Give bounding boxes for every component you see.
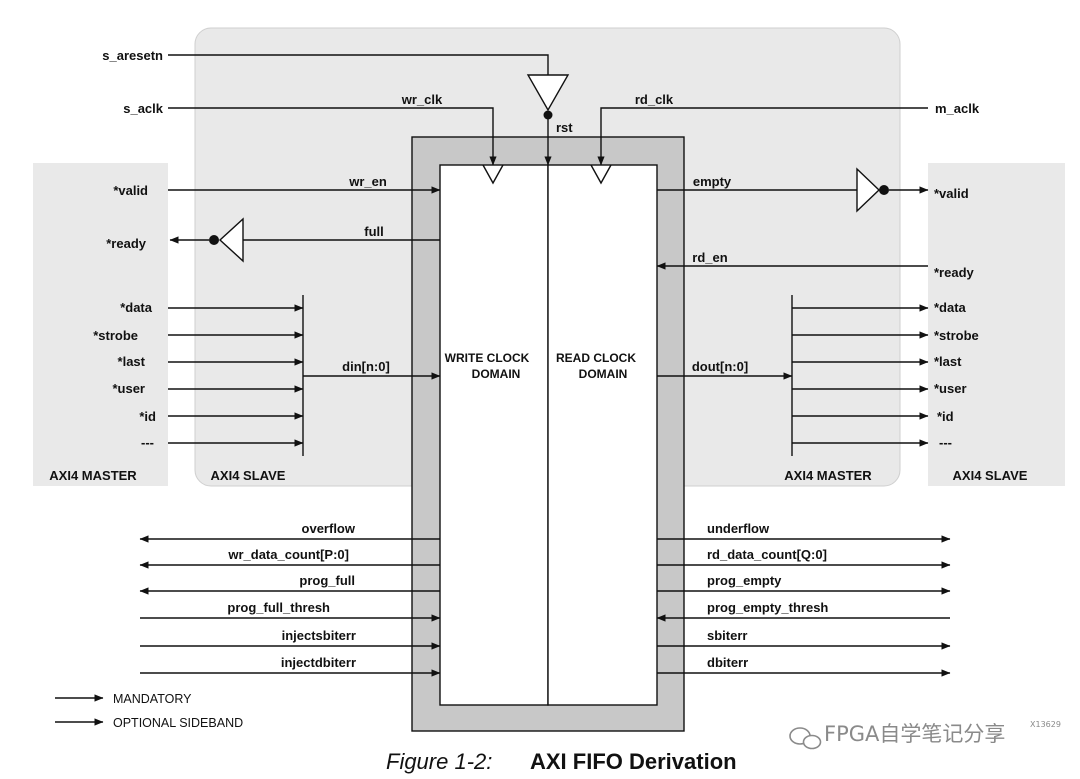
read-clock-domain	[547, 164, 658, 706]
prog-empty-label: prog_empty	[707, 573, 782, 588]
watermark-text: FPGA自学笔记分享	[824, 722, 1005, 746]
right-valid-label: *valid	[934, 186, 969, 201]
reset-inverter-bubble-icon	[543, 110, 553, 120]
wr-data-count-label: wr_data_count[P:0]	[227, 547, 349, 562]
figure-title: AXI FIFO Derivation	[530, 749, 737, 774]
legend-mandatory-label: MANDATORY	[113, 692, 192, 706]
empty-label: empty	[693, 174, 732, 189]
left-signal-data: *data	[120, 300, 153, 315]
left-signal-dashes: ---	[141, 435, 154, 450]
din-label: din[n:0]	[342, 359, 390, 374]
wechat-watermark-icon	[789, 727, 822, 750]
left-signal-id: *id	[139, 409, 156, 424]
dbiterr-label: dbiterr	[707, 655, 748, 670]
empty-inverter-bubble-icon	[879, 185, 889, 195]
s-aresetn-wire	[168, 54, 549, 75]
m-aclk-label: m_aclk	[935, 101, 980, 116]
write-domain-line1: WRITE CLOCK	[445, 351, 530, 365]
prog-empty-thresh-label: prog_empty_thresh	[707, 600, 828, 615]
write-clock-domain	[439, 164, 549, 706]
legend-optional-label: OPTIONAL SIDEBAND	[113, 716, 243, 730]
injectdbiterr-label: injectdbiterr	[281, 655, 356, 670]
left-master-title: AXI4 MASTER	[49, 468, 137, 483]
rst-label: rst	[556, 120, 573, 135]
right-master-title: AXI4 MASTER	[784, 468, 872, 483]
prog-full-thresh-label: prog_full_thresh	[227, 600, 330, 615]
rd-clk-wire	[597, 107, 928, 166]
left-valid-label: *valid	[113, 183, 148, 198]
right-signal-id: *id	[937, 409, 954, 424]
full-label: full	[364, 224, 384, 239]
empty-inverter-icon	[856, 167, 881, 213]
full-inverter-bubble-icon	[209, 235, 219, 245]
wr-clk-wire	[168, 107, 497, 166]
read-domain-line1: READ CLOCK	[556, 351, 636, 365]
overflow-label: overflow	[302, 521, 356, 536]
sbiterr-label: sbiterr	[707, 628, 747, 643]
left-signal-last: *last	[118, 354, 146, 369]
right-slave-title: AXI4 SLAVE	[953, 468, 1028, 483]
rd-clk-label: rd_clk	[635, 92, 674, 107]
s-aresetn-label: s_aresetn	[102, 48, 163, 63]
wr-clk-input-marker	[482, 164, 504, 185]
left-ready-label: *ready	[106, 236, 147, 251]
rd-data-count-label: rd_data_count[Q:0]	[707, 547, 827, 562]
wr-clk-label: wr_clk	[401, 92, 443, 107]
rd-en-label: rd_en	[692, 250, 727, 265]
right-signal-data: *data	[934, 300, 967, 315]
prog-full-label: prog_full	[299, 573, 355, 588]
underflow-label: underflow	[707, 521, 770, 536]
watermark-code: X13629	[1030, 720, 1061, 729]
right-signal-strobe: *strobe	[934, 328, 979, 343]
injectsbiterr-label: injectsbiterr	[282, 628, 356, 643]
rd-clk-input-marker	[590, 164, 612, 185]
left-slave-title: AXI4 SLAVE	[211, 468, 286, 483]
right-signal-dashes: ---	[939, 435, 952, 450]
reset-inverter-icon	[526, 74, 570, 112]
right-ready-label: *ready	[934, 265, 975, 280]
left-signal-user: *user	[112, 381, 145, 396]
right-axi4-slave-panel	[928, 163, 1065, 486]
figure-number: Figure 1-2:	[386, 749, 492, 774]
right-signal-user: *user	[934, 381, 967, 396]
write-domain-line2: DOMAIN	[472, 367, 521, 381]
wr-en-label: wr_en	[348, 174, 387, 189]
full-inverter-icon	[218, 217, 244, 263]
s-aclk-label: s_aclk	[123, 101, 164, 116]
left-signal-strobe: *strobe	[93, 328, 138, 343]
right-signal-last: *last	[934, 354, 962, 369]
read-domain-line2: DOMAIN	[579, 367, 628, 381]
left-axi4-master-panel	[33, 163, 168, 486]
dout-label: dout[n:0]	[692, 359, 748, 374]
